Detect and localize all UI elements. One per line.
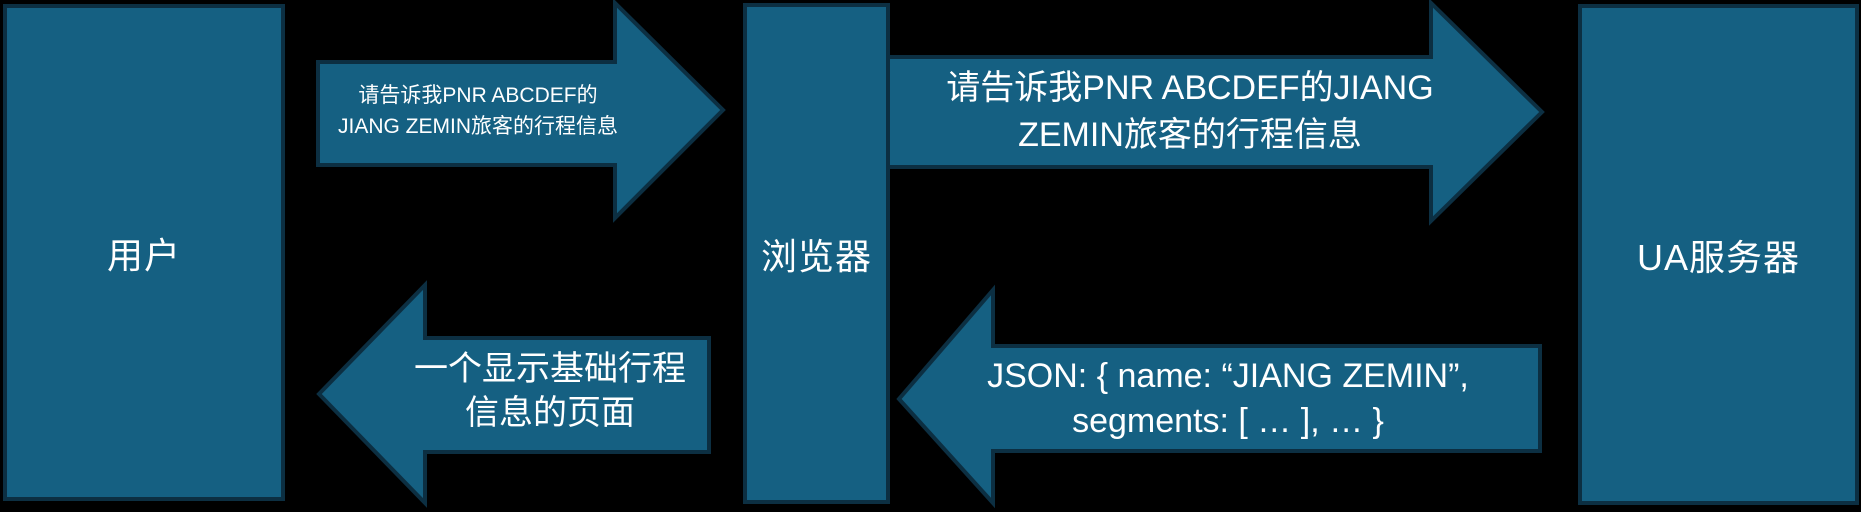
arrow-browser-to-server-text: 请告诉我PNR ABCDEF的JIANG ZEMIN旅客的行程信息	[874, 57, 1506, 167]
node-browser: 浏览器	[743, 3, 890, 504]
node-ua-server-label: UA服务器	[1636, 236, 1800, 278]
node-user-label: 用户	[106, 234, 181, 276]
node-user: 用户	[3, 4, 285, 501]
arrow-server-to-browser-text-line1: JSON: { name: “JIANG ZEMIN”,	[987, 357, 1469, 395]
arrow-user-to-browser-text: 请告诉我PNR ABCDEF的 JIANG ZEMIN旅客的行程信息	[318, 55, 638, 167]
arrow-user-to-browser-text-line2: JIANG ZEMIN旅客的行程信息	[337, 115, 618, 138]
arrow-user-to-browser	[316, 0, 726, 223]
node-browser-label: 浏览器	[760, 235, 872, 277]
arrow-browser-to-user	[316, 280, 711, 508]
arrow-browser-to-server	[872, 0, 1545, 226]
arrow-browser-to-user-text: 一个显示基础行程 信息的页面	[390, 336, 710, 446]
arrow-server-to-browser-text-line2: segments: [ … ], … }	[1072, 402, 1384, 440]
arrow-browser-to-server-text-line2: ZEMIN旅客的行程信息	[1018, 116, 1362, 154]
arrow-browser-to-user-text-line1: 一个显示基础行程	[414, 350, 686, 388]
node-ua-server: UA服务器	[1578, 4, 1859, 505]
arrow-browser-to-server-text-line1: 请告诉我PNR ABCDEF的JIANG	[946, 69, 1434, 107]
arrow-user-to-browser-text-line1: 请告诉我PNR ABCDEF的	[358, 84, 598, 107]
arrow-server-to-browser	[896, 284, 1542, 509]
arrow-server-to-browser-text: JSON: { name: “JIANG ZEMIN”, segments: […	[948, 344, 1508, 454]
arrow-browser-to-user-text-line2: 信息的页面	[465, 394, 635, 432]
